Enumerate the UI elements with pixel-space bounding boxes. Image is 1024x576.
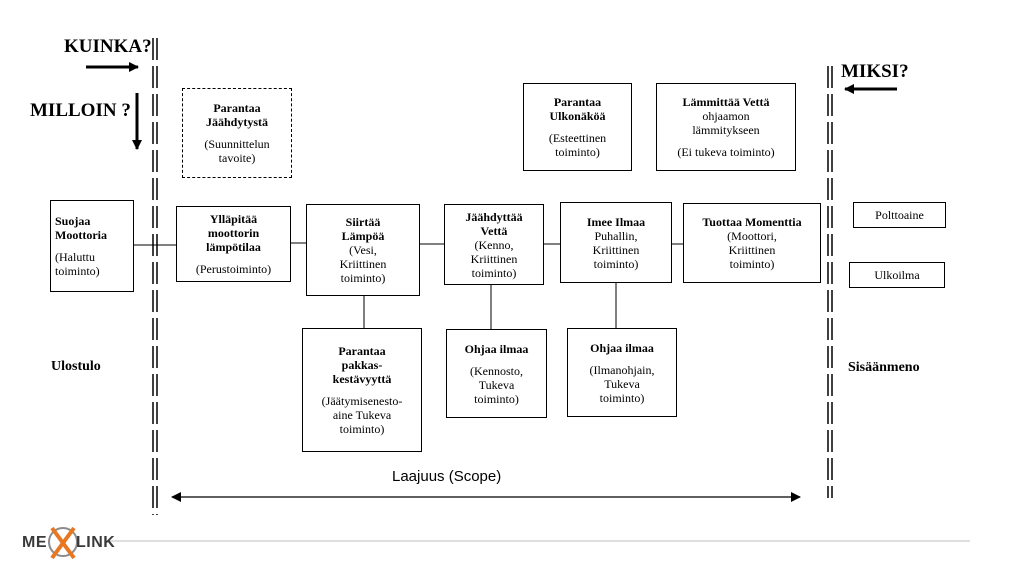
- suck-air-box: Imee Ilmaa Puhallin, Kriittinen toiminto…: [560, 202, 672, 283]
- scope-label: Laajuus (Scope): [392, 468, 502, 485]
- right-boundary-line: [827, 66, 833, 498]
- outside-air-box: Ulkoilma: [849, 262, 945, 288]
- produce-torque-box: Tuottaa Momenttia (Moottori, Kriittinen …: [683, 203, 821, 283]
- output-label: Ulostulo: [51, 359, 101, 374]
- left-boundary-line: [152, 38, 158, 515]
- fuel-box: Polttoaine: [853, 202, 946, 228]
- heat-water-box: Lämmittää Vettä ohjaamon lämmitykseen (E…: [656, 83, 796, 171]
- logo-text-left: ME: [22, 534, 47, 551]
- frost-resistance-box: Parantaa pakkas- kestävyyttä (Jäätymisen…: [302, 328, 422, 452]
- cool-water-box: Jäähdyttää Vettä (Kenno, Kriittinen toim…: [444, 204, 544, 285]
- direct-air-grille-box: Ohjaa ilmaa (Kennosto, Tukeva toiminto): [446, 329, 547, 418]
- why-label: MIKSI?: [841, 61, 909, 82]
- logo-text-right: LINK: [76, 534, 116, 551]
- logo-x-mark-icon: [48, 526, 78, 560]
- improve-visibility-box: Parantaa Ulkonäköä (Esteettinen toiminto…: [523, 83, 632, 171]
- how-label: KUINKA?: [64, 36, 152, 57]
- transfer-heat-box: Siirtää Lämpöä (Vesi, Kriittinen toimint…: [306, 204, 420, 296]
- maintain-temperature-box: Ylläpitää moottorin lämpötilaa (Perustoi…: [176, 206, 291, 282]
- input-label: Sisäänmeno: [848, 360, 920, 375]
- improve-cooling-box: Parantaa Jäähdytystä (Suunnittelun tavoi…: [182, 88, 292, 178]
- direct-air-guide-box: Ohjaa ilmaa (Ilmanohjain, Tukeva toimint…: [567, 328, 677, 417]
- company-logo: ME LINK: [20, 520, 130, 564]
- when-label: MILLOIN ?: [30, 100, 131, 121]
- protect-engine-box: Suojaa Moottoria (Haluttu toiminto): [50, 200, 134, 292]
